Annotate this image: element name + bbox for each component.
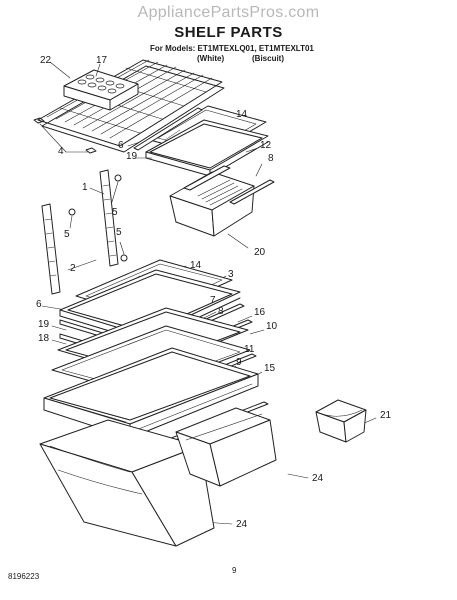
callout-15: 15 <box>264 363 276 374</box>
shelf-ladder-left <box>41 203 61 295</box>
callout-5-a: 5 <box>112 207 118 218</box>
callout-19-upper: 19 <box>126 151 138 162</box>
shelf-ladder-right <box>99 169 119 267</box>
callout-6-lower: 6 <box>36 299 42 310</box>
egg-bin <box>63 69 139 111</box>
callout-5-b: 5 <box>64 229 70 240</box>
callout-12: 12 <box>260 140 272 151</box>
callout-17: 17 <box>96 55 108 66</box>
callout-2: 2 <box>70 263 76 274</box>
callout-8-lower: 8 <box>218 306 224 317</box>
callout-22: 22 <box>40 55 52 66</box>
color-biscuit-label: (Biscuit) <box>252 54 284 63</box>
upper-crisper-drawer <box>169 165 275 237</box>
shelf-supports <box>33 117 97 154</box>
callout-10: 10 <box>266 321 278 332</box>
callout-6-upper: 6 <box>118 140 124 151</box>
site-watermark: AppliancePartsPros.com <box>137 4 320 21</box>
page-title: SHELF PARTS <box>174 24 283 41</box>
callout-19-lower: 19 <box>38 319 50 330</box>
callout-14-upper: 14 <box>236 109 248 120</box>
callout-1: 1 <box>82 182 88 193</box>
model-numbers: For Models: ET1MTEXLQ01, ET1MTEXLT01 <box>150 44 314 53</box>
callout-11: 11 <box>244 344 255 355</box>
crisper-drawer-right <box>175 407 277 487</box>
document-number: 8196223 <box>8 572 40 581</box>
callout-16: 16 <box>254 307 266 318</box>
page-number: 9 <box>232 566 237 575</box>
screws <box>68 174 128 262</box>
callout-3: 3 <box>228 269 234 280</box>
callout-14-lower: 14 <box>190 260 202 271</box>
callout-24-upper: 24 <box>312 473 324 484</box>
color-white-label: (White) <box>197 54 225 63</box>
callout-8-upper: 8 <box>268 153 274 164</box>
callout-24-lower: 24 <box>236 519 248 530</box>
callout-20: 20 <box>254 247 266 258</box>
upper-trim-strip <box>133 107 203 151</box>
callout-7: 7 <box>210 295 216 306</box>
callout-18: 18 <box>38 333 50 344</box>
callout-21: 21 <box>380 410 392 421</box>
callout-4: 4 <box>58 146 64 157</box>
callout-5-c: 5 <box>116 227 122 238</box>
small-bin <box>315 399 367 443</box>
callout-9: 9 <box>236 357 242 368</box>
